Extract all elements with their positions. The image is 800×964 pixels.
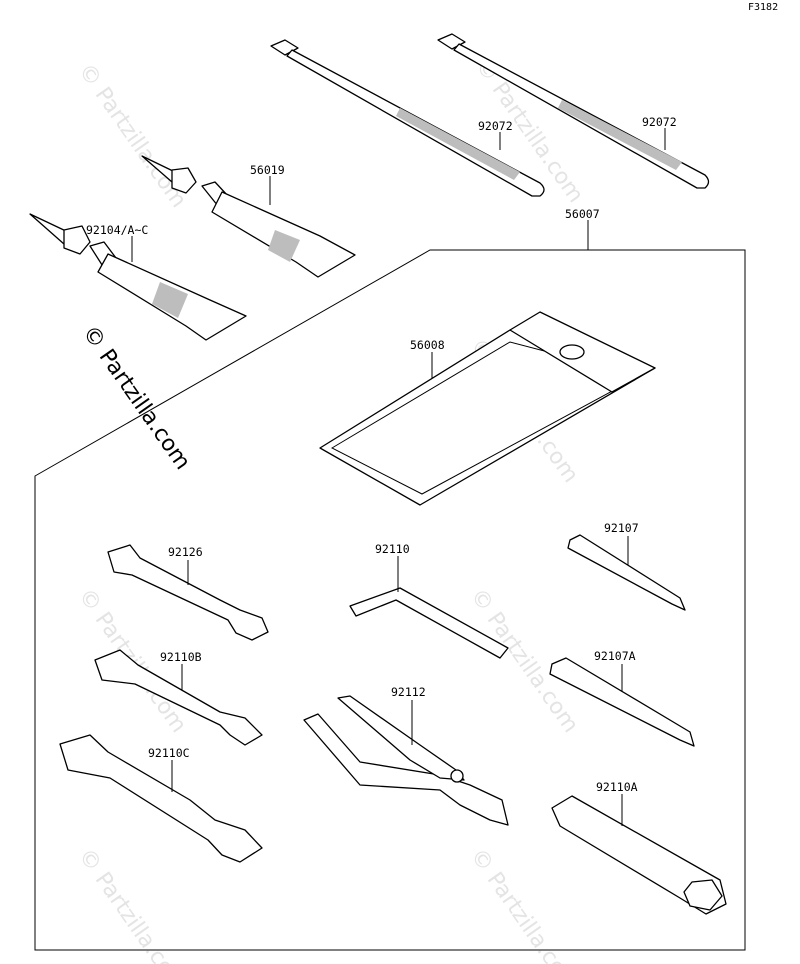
- watermark-1: © Partzilla.com: [73, 59, 191, 212]
- cable-tie-left: [270, 39, 545, 197]
- label-92107A: 92107A: [594, 649, 636, 663]
- tube-56019: [141, 155, 356, 278]
- hex-key-92110: [349, 587, 509, 659]
- label-92110C: 92110C: [148, 746, 190, 760]
- watermark-7: © Partzilla.com: [465, 844, 583, 964]
- tube-92104: [29, 213, 247, 341]
- label-92072a: 92072: [478, 119, 513, 133]
- wrench-92126: [107, 544, 269, 641]
- screwdriver-92107: [567, 534, 686, 611]
- label-92110B: 92110B: [160, 650, 202, 664]
- pliers-92112: [303, 695, 509, 826]
- screwdriver-92107A: [549, 657, 695, 747]
- label-92072b: 92072: [642, 115, 677, 129]
- label-92112: 92112: [391, 685, 426, 699]
- label-92107: 92107: [604, 521, 639, 535]
- socket-92110A: [551, 795, 727, 915]
- diagram-code: F3182: [748, 2, 778, 13]
- cable-tie-right: [437, 33, 710, 189]
- watermark-main: © Partzilla.com: [77, 321, 195, 474]
- wrench-92110B: [94, 649, 263, 746]
- watermark-6: © Partzilla.com: [73, 844, 191, 964]
- toolkit-outline: [34, 249, 746, 951]
- watermark-group: © Partzilla.com © Partzilla.com © Partzi…: [73, 54, 588, 964]
- label-92126: 92126: [168, 545, 203, 559]
- label-92104: 92104/A~C: [86, 223, 148, 237]
- label-56007: 56007: [565, 207, 600, 221]
- wrench-92110C: [59, 734, 263, 863]
- label-56008: 56008: [410, 338, 445, 352]
- label-92110A: 92110A: [596, 780, 638, 794]
- label-92110: 92110: [375, 542, 410, 556]
- label-56019: 56019: [250, 163, 285, 177]
- tool-bag-56008: [319, 311, 656, 506]
